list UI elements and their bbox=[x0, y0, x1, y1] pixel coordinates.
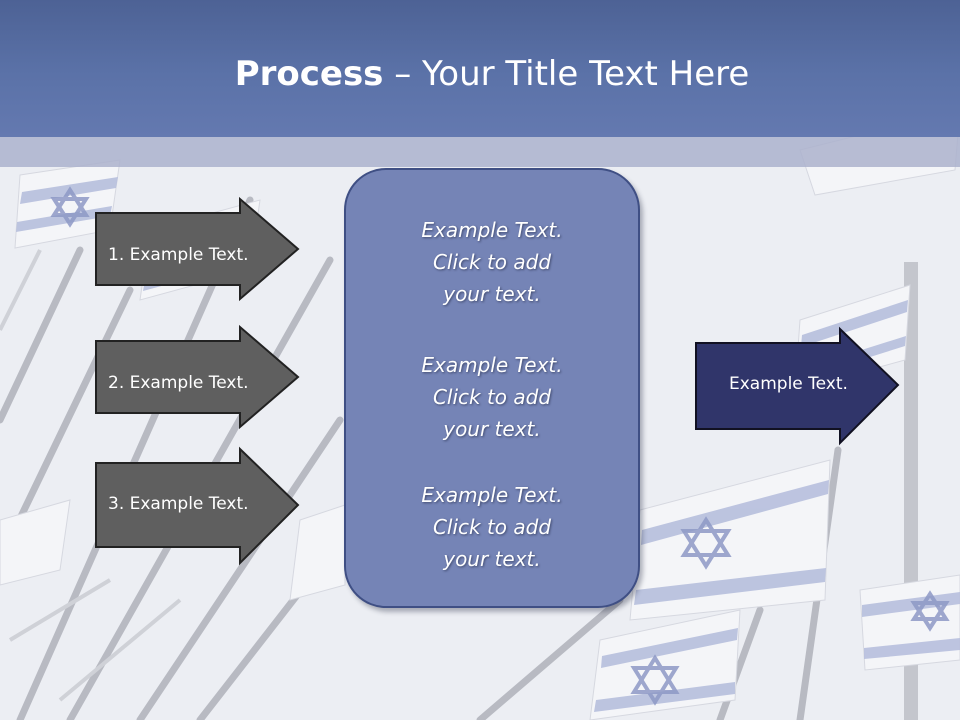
slide-title-rest: – Your Title Text Here bbox=[383, 54, 750, 94]
center-text-line: Example Text. bbox=[421, 218, 563, 242]
title-bar-underline bbox=[0, 137, 960, 167]
center-text-line: Example Text. bbox=[421, 483, 563, 507]
center-text-line: your text. bbox=[443, 417, 541, 441]
center-text-line: Click to add bbox=[432, 250, 552, 274]
center-text-line: Click to add bbox=[432, 385, 552, 409]
left-arrow-2[interactable] bbox=[94, 324, 300, 430]
center-text-block-3: Example Text. Click to add your text. bbox=[346, 479, 638, 575]
title-bar bbox=[0, 0, 960, 137]
center-text-line: Example Text. bbox=[421, 353, 563, 377]
center-text-block-1: Example Text. Click to add your text. bbox=[346, 214, 638, 310]
left-arrow-2-label: 2. Example Text. bbox=[108, 373, 249, 393]
left-arrow-3-label: 3. Example Text. bbox=[108, 494, 249, 514]
right-arrow[interactable] bbox=[694, 326, 900, 446]
slide-title[interactable]: Process – Your Title Text Here bbox=[0, 52, 960, 96]
center-text-line: Click to add bbox=[432, 515, 552, 539]
right-arrow-label: Example Text. bbox=[729, 374, 848, 394]
center-text-line: your text. bbox=[443, 547, 541, 571]
left-arrow-3[interactable] bbox=[94, 446, 300, 566]
center-text-block-2: Example Text. Click to add your text. bbox=[346, 349, 638, 445]
left-arrow-1[interactable] bbox=[94, 196, 300, 302]
slide-title-bold: Process bbox=[234, 54, 384, 94]
center-content-box[interactable]: Example Text. Click to add your text. Ex… bbox=[344, 168, 640, 608]
left-arrow-1-label: 1. Example Text. bbox=[108, 245, 249, 265]
center-text-line: your text. bbox=[443, 282, 541, 306]
